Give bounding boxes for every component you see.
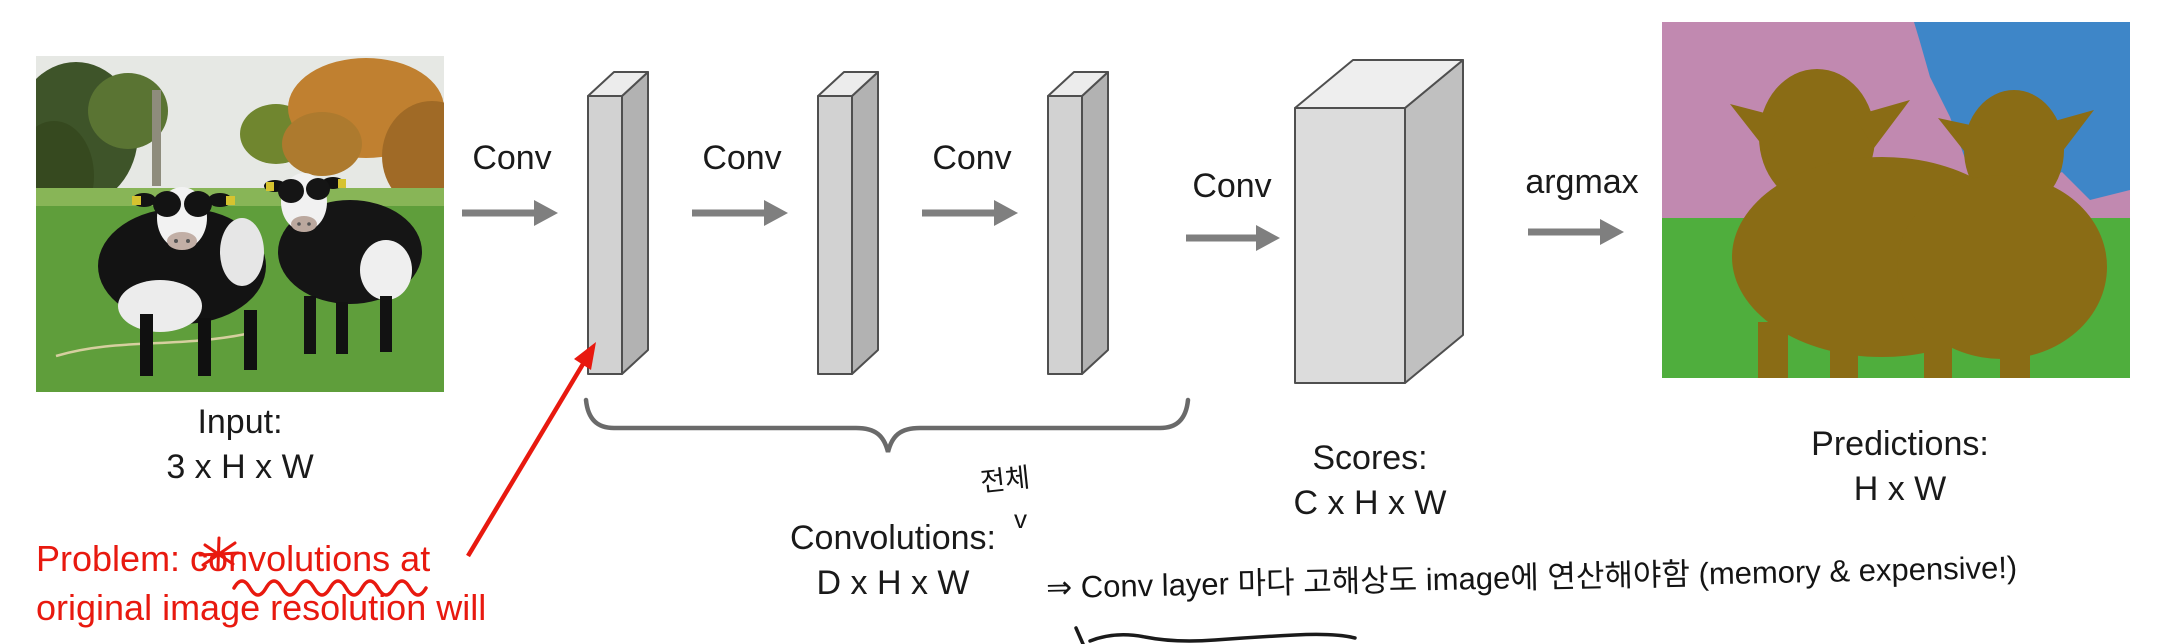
seg-region-cows <box>1730 69 2107 378</box>
convolutions-caption: Convolutions: D x H x W <box>738 516 1048 606</box>
red-wavy-underline <box>232 579 428 597</box>
scores-caption: Scores: C x H x W <box>1235 436 1505 526</box>
input-caption-line2: 3 x H x W <box>166 448 314 486</box>
scores-volume <box>1294 59 1464 384</box>
conv-label-1: Conv <box>472 139 552 177</box>
predictions-caption-line1: Predictions: <box>1811 425 1989 463</box>
input-photo-illustration <box>36 56 444 392</box>
arrow-head-icon <box>534 200 558 226</box>
problem-red-arrow <box>466 342 596 558</box>
conv-arrow-1 <box>462 200 558 226</box>
conv-label-2: Conv <box>702 139 782 177</box>
arrow-head-icon <box>574 342 596 370</box>
convolutions-brace <box>583 397 1191 453</box>
problem-annotation: Problem: convolutions at original image … <box>36 534 486 632</box>
handwritten-caret: v <box>1014 504 1027 534</box>
conv-feature-map-3 <box>1047 71 1109 375</box>
arrow-head-icon <box>1600 219 1624 245</box>
conv-feature-map-1 <box>587 71 649 375</box>
cow-rear <box>264 173 422 354</box>
problem-annotation-line2: original image resolution will <box>36 587 487 628</box>
predictions-caption: Predictions: H x W <box>1730 422 2070 512</box>
argmax-arrow <box>1528 219 1624 245</box>
conv-arrow-3 <box>922 200 1018 226</box>
convolutions-caption-line2: D x H x W <box>816 564 970 602</box>
scores-caption-line1: Scores: <box>1312 439 1428 477</box>
conv-feature-map-2 <box>817 71 879 375</box>
segmentation-map <box>1662 22 2130 378</box>
predictions-caption-line2: H x W <box>1853 470 1947 508</box>
handwritten-small-note: 전체 <box>978 462 1032 498</box>
conv-arrow-4 <box>1186 225 1280 251</box>
trees <box>36 58 444 231</box>
scores-caption-line2: C x H x W <box>1293 484 1447 522</box>
conv-label-4: Conv <box>1192 167 1272 205</box>
red-star-scribble <box>198 536 240 570</box>
problem-annotation-line1: Problem: convolutions at <box>36 538 431 579</box>
input-image <box>36 56 444 392</box>
arrow-head-icon <box>994 200 1018 226</box>
argmax-label: argmax <box>1525 163 1639 201</box>
convolutions-caption-line1: Convolutions: <box>789 519 996 557</box>
cow-front <box>98 187 266 376</box>
conv-arrow-2 <box>692 200 788 226</box>
prediction-image <box>1662 22 2130 378</box>
arrow-head-icon <box>1256 225 1280 251</box>
conv-label-3: Conv <box>932 139 1012 177</box>
input-caption: Input: 3 x H x W <box>80 400 400 490</box>
clipped-handwriting <box>1074 626 1357 644</box>
arrow-head-icon <box>764 200 788 226</box>
input-caption-line1: Input: <box>197 403 283 441</box>
